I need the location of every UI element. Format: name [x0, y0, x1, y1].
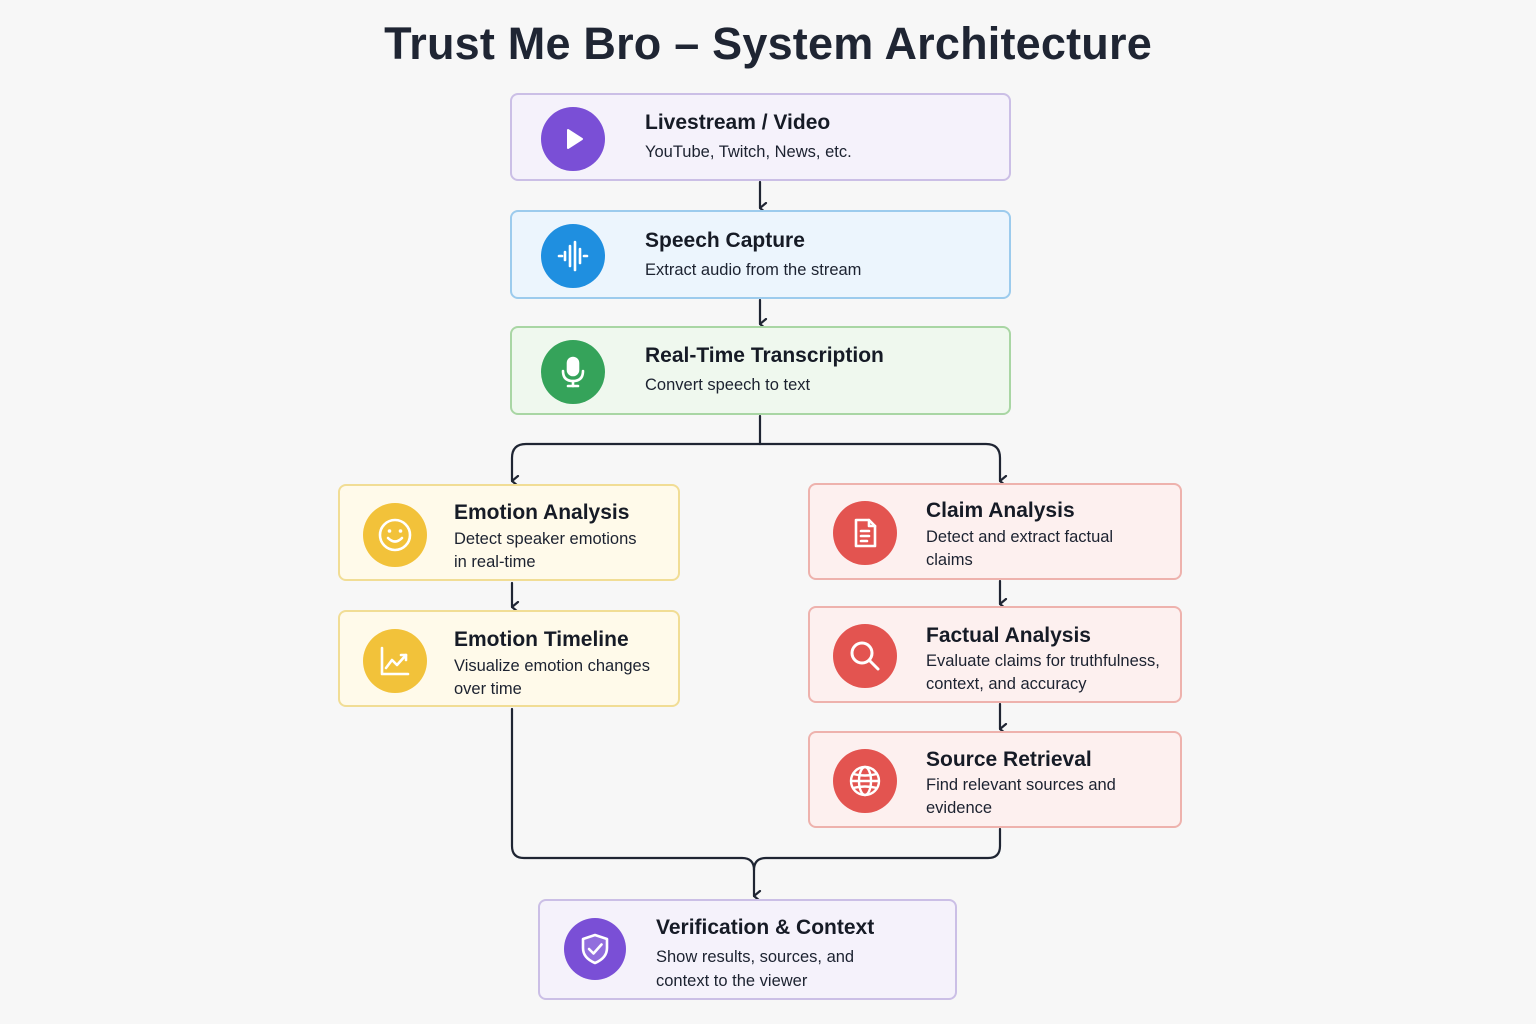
node-factual-analysis: Factual Analysis Evaluate claims for tru… — [808, 606, 1182, 703]
play-icon — [541, 107, 605, 171]
magnifier-icon — [833, 624, 897, 688]
microphone-icon — [541, 340, 605, 404]
node-description-line: Detect and extract factual — [926, 528, 1114, 546]
node-description-line: context, and accuracy — [926, 675, 1087, 693]
node-source-retrieval: Source Retrieval Find relevant sources a… — [808, 731, 1182, 828]
audio-wave-icon — [541, 224, 605, 288]
node-description-line: in real-time — [454, 553, 536, 571]
node-description-line: Detect speaker emotions — [454, 530, 637, 548]
shield-check-icon — [564, 918, 626, 980]
node-emotion-analysis: Emotion Analysis Detect speaker emotions… — [338, 484, 680, 581]
node-transcription: Real-Time Transcription Convert speech t… — [510, 326, 1011, 415]
node-emotion-timeline: Emotion Timeline Visualize emotion chang… — [338, 610, 680, 707]
node-description-line: Evaluate claims for truthfulness, — [926, 652, 1160, 670]
arrow-split-to-emotion — [510, 442, 762, 481]
node-title: Livestream / Video — [645, 111, 831, 134]
node-description: Detect speaker emotions in real-time — [454, 528, 637, 574]
node-description-line: over time — [454, 680, 522, 698]
globe-icon — [833, 749, 897, 813]
node-description-line: evidence — [926, 799, 993, 817]
node-description-line: Show results, sources, and — [656, 948, 855, 966]
node-title: Real-Time Transcription — [645, 344, 884, 367]
node-description: YouTube, Twitch, News, etc. — [645, 143, 852, 161]
node-title: Verification & Context — [656, 916, 875, 939]
smiley-icon — [363, 503, 427, 567]
node-title: Claim Analysis — [926, 499, 1075, 522]
node-livestream: Livestream / Video YouTube, Twitch, News… — [510, 93, 1011, 181]
diagram-title: Trust Me Bro – System Architecture — [384, 18, 1152, 69]
node-description: Visualize emotion changes over time — [454, 655, 650, 701]
node-title: Factual Analysis — [926, 624, 1091, 647]
node-description-line: Find relevant sources and — [926, 776, 1116, 794]
node-description: Evaluate claims for truthfulness, contex… — [926, 650, 1160, 696]
connector-source-to-merge — [752, 827, 1002, 872]
node-description-line: claims — [926, 551, 973, 569]
node-title: Speech Capture — [645, 229, 805, 252]
node-speech-capture: Speech Capture Extract audio from the st… — [510, 210, 1011, 299]
node-description-line: context to the viewer — [656, 972, 808, 990]
line-chart-icon — [363, 629, 427, 693]
node-description: Extract audio from the stream — [645, 261, 862, 279]
document-icon — [833, 501, 897, 565]
node-description: Convert speech to text — [645, 376, 811, 394]
node-verification: Verification & Context Show results, sou… — [538, 899, 957, 1000]
node-title: Emotion Timeline — [454, 628, 629, 651]
node-title: Source Retrieval — [926, 748, 1092, 771]
arrow-split-to-claim — [758, 442, 1000, 481]
node-description-line: Visualize emotion changes — [454, 657, 650, 675]
node-title: Emotion Analysis — [454, 501, 630, 524]
connector-timeline-to-merge — [510, 707, 754, 896]
node-description: Find relevant sources and evidence — [926, 774, 1116, 820]
node-description: Detect and extract factual claims — [926, 526, 1113, 572]
node-claim-analysis: Claim Analysis Detect and extract factua… — [808, 483, 1182, 580]
node-description: Show results, sources, and context to th… — [656, 945, 854, 993]
